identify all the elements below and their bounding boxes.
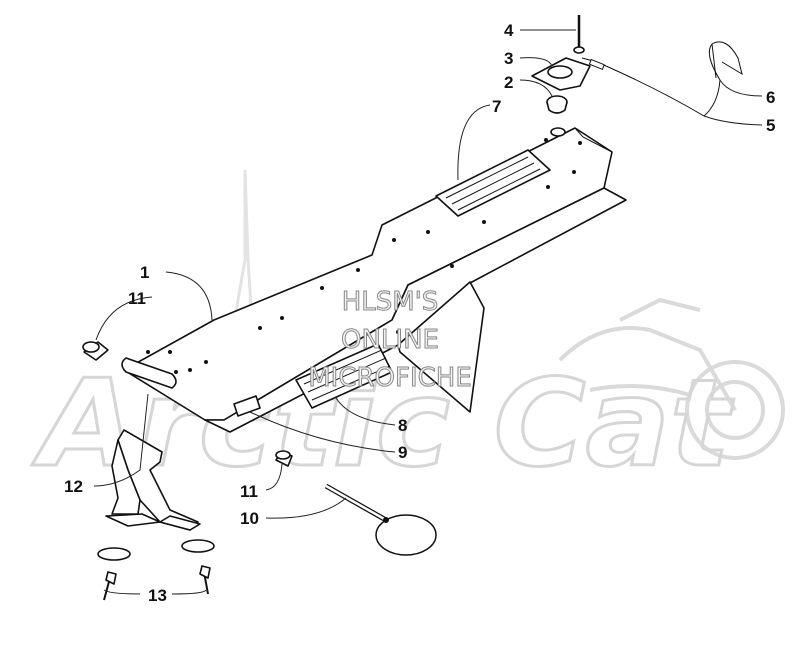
callout-3: 3: [504, 49, 513, 68]
side-decal-large: [295, 343, 393, 409]
callout-1: 1: [140, 263, 149, 282]
watermark-overlay: HLSM'S ONLINE MICROFICHE: [308, 287, 473, 394]
warning-decal-top: [435, 149, 551, 217]
callout-8: 8: [398, 416, 407, 435]
hinge-pin-rod: [324, 483, 437, 556]
rubber-grommet: [546, 95, 568, 114]
watermark-line-3: MICROFICHE: [308, 363, 472, 393]
callout-9: 9: [398, 443, 407, 462]
pin-bolt: [573, 15, 585, 54]
callout-5: 5: [766, 116, 775, 135]
callout-10: 10: [240, 509, 259, 528]
watermark-line-2: ONLINE: [341, 325, 439, 355]
callout-11-lower: 11: [240, 482, 258, 501]
washer-right: [181, 539, 215, 553]
leader-lines: [93, 29, 763, 595]
callout-13: 13: [148, 586, 167, 605]
callout-7: 7: [492, 97, 501, 116]
callout-6: 6: [766, 88, 775, 107]
callouts: 4 3 2 7 6 5 1 11 8 9 12 11 10 13: [64, 21, 775, 605]
mounting-bracket: [105, 429, 201, 531]
mounting-bracket-plate: [531, 57, 591, 91]
rivet-right: [199, 565, 211, 595]
lanyard-cable: [581, 57, 721, 117]
callout-11-upper: 11: [128, 289, 146, 308]
rivet-left: [103, 571, 117, 601]
hole-marker: [550, 127, 566, 137]
callout-2: 2: [504, 73, 513, 92]
washer-left: [97, 547, 131, 561]
watermark-motorcycle-icon: [558, 297, 785, 460]
side-decal-small: [233, 395, 261, 417]
bushing-upper: [82, 341, 109, 361]
watermark-line-1: HLSM'S: [342, 287, 439, 317]
hitch-pin-clip: [708, 41, 743, 81]
callout-12: 12: [64, 477, 83, 496]
callout-4: 4: [504, 21, 514, 40]
hinge-tube: [121, 357, 177, 389]
bushing-lower: [275, 450, 293, 467]
